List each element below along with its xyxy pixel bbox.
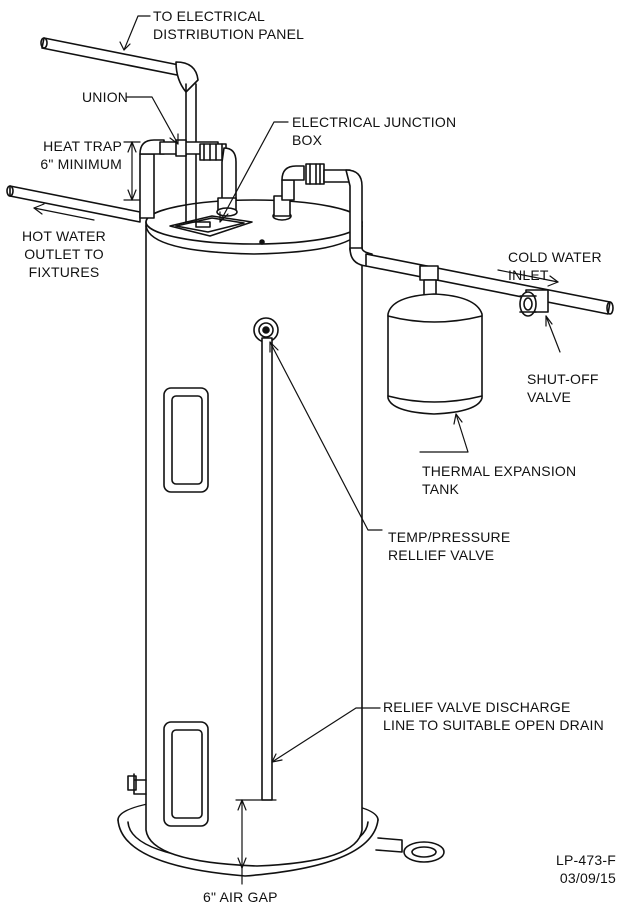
label-electrical-panel-line1: TO ELECTRICAL bbox=[153, 8, 266, 24]
label-junction-box-line1: ELECTRICAL JUNCTION bbox=[292, 114, 457, 130]
label-discharge-line1: RELIEF VALVE DISCHARGE bbox=[383, 699, 571, 715]
label-hot-water-line3: FIXTURES bbox=[28, 264, 100, 280]
label-hot-water-line2: OUTLET TO bbox=[24, 246, 104, 262]
label-tp-relief-valve: TEMP/PRESSURE RELLIEF VALVE bbox=[388, 528, 510, 564]
label-tp-line2: RELLIEF VALVE bbox=[388, 547, 495, 563]
label-electrical-panel: TO ELECTRICAL DISTRIBUTION PANEL bbox=[153, 7, 304, 43]
shut-off-valve bbox=[519, 289, 549, 317]
lower-access-panel bbox=[163, 721, 209, 827]
upper-access-panel bbox=[163, 387, 209, 493]
label-tp-line1: TEMP/PRESSURE bbox=[388, 529, 511, 545]
cold-water-piping bbox=[272, 163, 614, 315]
label-union-text: UNION bbox=[82, 89, 129, 105]
label-cold-water-inlet: COLD WATER INLET bbox=[508, 248, 602, 284]
label-air-gap-text: 6" AIR GAP bbox=[203, 889, 278, 905]
label-hot-water-outlet: HOT WATER OUTLET TO FIXTURES bbox=[8, 227, 120, 281]
label-expansion-line1: THERMAL EXPANSION bbox=[422, 463, 577, 479]
label-electrical-panel-line2: DISTRIBUTION PANEL bbox=[153, 26, 305, 42]
temp-pressure-relief-valve bbox=[253, 317, 279, 343]
thermal-expansion-tank bbox=[387, 293, 483, 415]
junction-box bbox=[169, 215, 253, 237]
label-junction-box: ELECTRICAL JUNCTION BOX bbox=[292, 113, 456, 149]
hot-water-piping bbox=[6, 139, 238, 223]
drawing-number: LP-473-F bbox=[556, 852, 616, 868]
drawing-identifier: LP-473-F 03/09/15 bbox=[520, 851, 616, 887]
annotation-leaders bbox=[33, 15, 561, 885]
label-heat-trap-line2: 6" MINIMUM bbox=[40, 156, 122, 172]
label-expansion-line2: TANK bbox=[422, 481, 460, 497]
electrical-conduit bbox=[40, 37, 199, 223]
label-shutoff-line2: VALVE bbox=[527, 389, 572, 405]
label-heat-trap-line1: HEAT TRAP bbox=[43, 138, 122, 154]
drawing-date: 03/09/15 bbox=[559, 870, 616, 886]
label-cold-water-line1: COLD WATER bbox=[508, 249, 602, 265]
label-cold-water-line2: INLET bbox=[508, 267, 549, 283]
label-heat-trap: HEAT TRAP 6" MINIMUM bbox=[18, 137, 122, 173]
label-shut-off-valve: SHUT-OFF VALVE bbox=[527, 370, 599, 406]
label-union: UNION bbox=[82, 88, 128, 106]
label-junction-box-line2: BOX bbox=[292, 132, 323, 148]
label-air-gap: 6" AIR GAP bbox=[203, 888, 278, 906]
label-shutoff-line1: SHUT-OFF bbox=[527, 371, 599, 387]
label-hot-water-line1: HOT WATER bbox=[22, 228, 106, 244]
label-discharge-line2: LINE TO SUITABLE OPEN DRAIN bbox=[383, 717, 604, 733]
discharge-line bbox=[261, 337, 273, 801]
water-heater-tank bbox=[127, 199, 363, 867]
label-discharge-line: RELIEF VALVE DISCHARGE LINE TO SUITABLE … bbox=[383, 698, 604, 734]
label-thermal-expansion-tank: THERMAL EXPANSION TANK bbox=[422, 462, 576, 498]
